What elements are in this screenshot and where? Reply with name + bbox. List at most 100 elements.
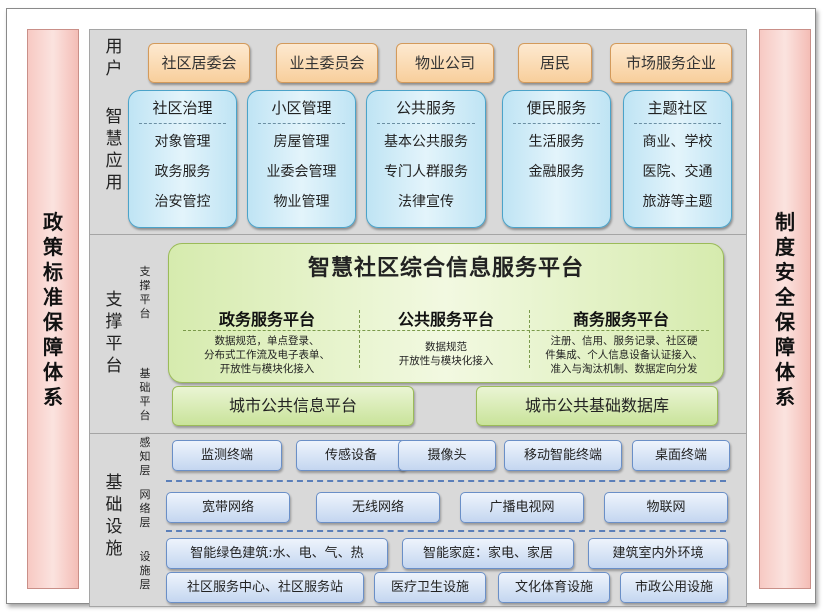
institution-security-bar: 制 度 安 全 保 障 体 系 [759, 29, 811, 589]
char: 层 [139, 578, 151, 591]
smart-app-label: 智 慧 应 用 [104, 106, 124, 194]
app-community-governance[interactable]: 社区治理 对象管理 政务服务 治安管控 [128, 90, 237, 228]
net-iot[interactable]: 物联网 [604, 492, 728, 523]
char: 体 [775, 360, 795, 384]
policy-standard-label: 政 策 标 准 保 障 体 系 [28, 210, 78, 410]
app-item: 金融服务 [528, 164, 585, 180]
fac-municipal[interactable]: 市政公用设施 [620, 572, 728, 603]
user-application-section: 用 户 智 慧 应 用 社区居委会 业主委员会 物业公司 居民 市场服务企业 社… [89, 29, 747, 235]
fac-culture-sports[interactable]: 文化体育设施 [498, 572, 610, 603]
layer-divider [166, 530, 726, 532]
char: 系 [43, 385, 63, 409]
fac-community-center[interactable]: 社区服务中心、社区服务站 [166, 572, 364, 603]
char: 障 [775, 335, 795, 359]
app-theme-community[interactable]: 主题社区 商业、学校 医院、交通 旅游等主题 [623, 90, 732, 228]
char: 平 [105, 334, 123, 354]
net-broadcast-tv[interactable]: 广播电视网 [460, 492, 584, 523]
user-community-committee[interactable]: 社区居委会 [148, 43, 250, 83]
app-item: 业委会管理 [266, 164, 337, 180]
app-convenience-service[interactable]: 便民服务 生活服务 金融服务 [502, 90, 611, 228]
char: 台 [139, 409, 151, 422]
app-public-service[interactable]: 公共服务 基本公共服务 专门人群服务 法律宣传 [366, 90, 486, 228]
char: 保 [43, 310, 63, 334]
char: 准 [43, 285, 63, 309]
app-title: 小区管理 [271, 99, 332, 117]
city-public-info-platform[interactable]: 城市公共信息平台 [172, 386, 414, 426]
desc-line: 开放性与模块化接入 [398, 355, 494, 367]
desc-line: 分布式工作流及电子表单、 [204, 349, 330, 361]
platform-title: 智慧社区综合信息服务平台 [307, 256, 584, 281]
char: 层 [139, 464, 151, 477]
app-item: 治安管控 [154, 194, 211, 210]
app-item: 商业、学校 [642, 134, 713, 150]
infrastructure-section: 基 础 设 施 感 知 层 网 络 层 设 施 层 监测终端 传感设备 摄像头 … [89, 433, 747, 607]
divider [377, 123, 475, 124]
divider [139, 123, 226, 124]
char: 制 [775, 210, 795, 234]
char: 台 [105, 356, 123, 376]
user-owners-committee[interactable]: 业主委员会 [276, 43, 378, 83]
char: 施 [139, 564, 151, 577]
sense-layer-label: 感 知 层 [138, 436, 152, 478]
char: 全 [775, 285, 795, 309]
sense-sensor-device[interactable]: 传感设备 [296, 440, 406, 471]
net-broadband[interactable]: 宽带网络 [166, 492, 290, 523]
char: 障 [43, 335, 63, 359]
char: 层 [139, 516, 151, 529]
desc-line: 开放性与模块化接入 [219, 363, 315, 375]
policy-standard-bar: 政 策 标 准 保 障 体 系 [27, 29, 79, 589]
char: 撑 [105, 312, 123, 332]
business-platform-title: 商务服务平台 [572, 310, 669, 329]
sense-desktop-terminal[interactable]: 桌面终端 [632, 440, 730, 471]
diagram-frame: 政 策 标 准 保 障 体 系 制 度 安 全 保 障 体 系 用 户 智 [6, 8, 816, 607]
char: 撑 [139, 279, 151, 292]
user-label: 用 户 [104, 36, 124, 80]
sense-monitor-terminal[interactable]: 监测终端 [172, 440, 282, 471]
char: 施 [105, 539, 123, 559]
app-item: 基本公共服务 [384, 134, 468, 150]
network-layer-label: 网 络 层 [138, 488, 152, 530]
infrastructure-label: 基 础 设 施 [104, 472, 124, 560]
city-public-database[interactable]: 城市公共基础数据库 [476, 386, 718, 426]
divider [529, 310, 530, 368]
char: 感 [139, 436, 151, 449]
desc-line: 数据规范 [425, 341, 467, 353]
integrated-service-platform[interactable]: 智慧社区综合信息服务平台 政务服务平台 公共服务平台 商务服务平台 数据规范，单… [168, 243, 724, 383]
fac-building-environment[interactable]: 建筑室内外环境 [588, 538, 728, 569]
char: 网 [139, 488, 151, 501]
gov-platform-title: 政务服务平台 [218, 310, 315, 329]
sense-mobile-terminal[interactable]: 移动智能终端 [504, 440, 622, 471]
app-estate-management[interactable]: 小区管理 房屋管理 业委会管理 物业管理 [247, 90, 356, 228]
char: 保 [775, 310, 795, 334]
facility-layer-label: 设 施 层 [138, 550, 152, 592]
fac-green-building[interactable]: 智能绿色建筑:水、电、气、热 [166, 538, 388, 569]
char: 络 [139, 502, 151, 515]
gov-platform-desc: 数据规范，单点登录、 分布式工作流及电子表单、 开放性与模块化接入 [179, 334, 355, 376]
char: 应 [105, 151, 123, 171]
divider [258, 123, 345, 124]
char: 支 [105, 290, 123, 310]
app-item: 房屋管理 [273, 134, 330, 150]
char: 度 [775, 235, 795, 259]
fac-medical[interactable]: 医疗卫生设施 [374, 572, 486, 603]
char: 用 [105, 37, 123, 57]
char: 基 [105, 473, 123, 493]
fac-smart-home[interactable]: 智能家庭：家电、家居 [402, 538, 574, 569]
user-property-company[interactable]: 物业公司 [396, 43, 494, 83]
char: 基 [139, 367, 151, 380]
user-residents[interactable]: 居民 [518, 43, 592, 83]
app-item: 对象管理 [154, 134, 211, 150]
char: 础 [139, 381, 151, 394]
divider [513, 123, 600, 124]
app-item: 旅游等主题 [642, 194, 713, 210]
char: 慧 [105, 129, 123, 149]
sense-camera[interactable]: 摄像头 [398, 440, 496, 471]
app-item: 专门人群服务 [384, 164, 468, 180]
user-market-enterprise[interactable]: 市场服务企业 [610, 43, 732, 83]
char: 台 [139, 307, 151, 320]
net-wireless[interactable]: 无线网络 [316, 492, 440, 523]
app-item: 政务服务 [154, 164, 211, 180]
support-platform-section: 支 撑 平 台 支 撑 平 台 基 础 平 台 智慧社区综合信息服务平台 政务服… [89, 234, 747, 434]
base-sublayer-label: 基 础 平 台 [138, 367, 152, 423]
app-item: 法律宣传 [398, 194, 454, 210]
